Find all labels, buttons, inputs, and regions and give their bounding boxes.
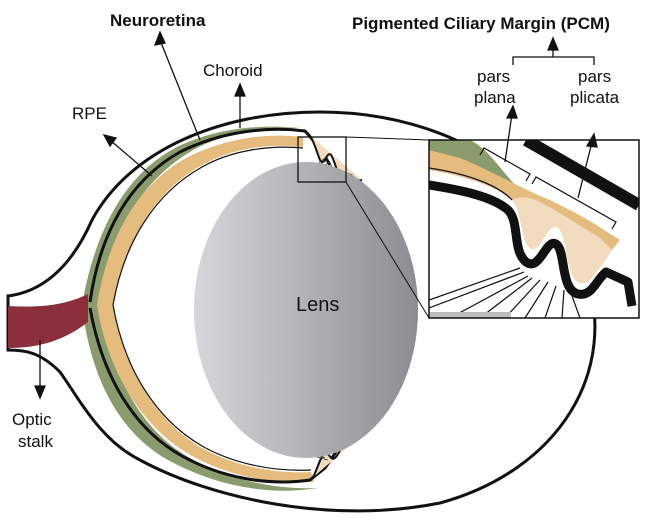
pcm-label: Pigmented Ciliary Margin (PCM)	[352, 14, 610, 33]
optic-stalk-label-line2: stalk	[18, 432, 53, 451]
optic-stalk-label-line1: Optic	[12, 410, 52, 429]
pars-plicata-label-line2: plicata	[570, 88, 620, 107]
rpe-label: RPE	[72, 104, 107, 123]
lens-label: Lens	[296, 294, 339, 316]
choroid-label: Choroid	[203, 61, 263, 80]
pars-plana-label-line1: pars	[477, 67, 510, 86]
neuroretina-label: Neuroretina	[110, 11, 206, 30]
pars-plana-label-line2: plana	[474, 88, 516, 107]
pcm-magnified-inset	[429, 140, 639, 318]
pars-plicata-label-line1: pars	[578, 67, 611, 86]
